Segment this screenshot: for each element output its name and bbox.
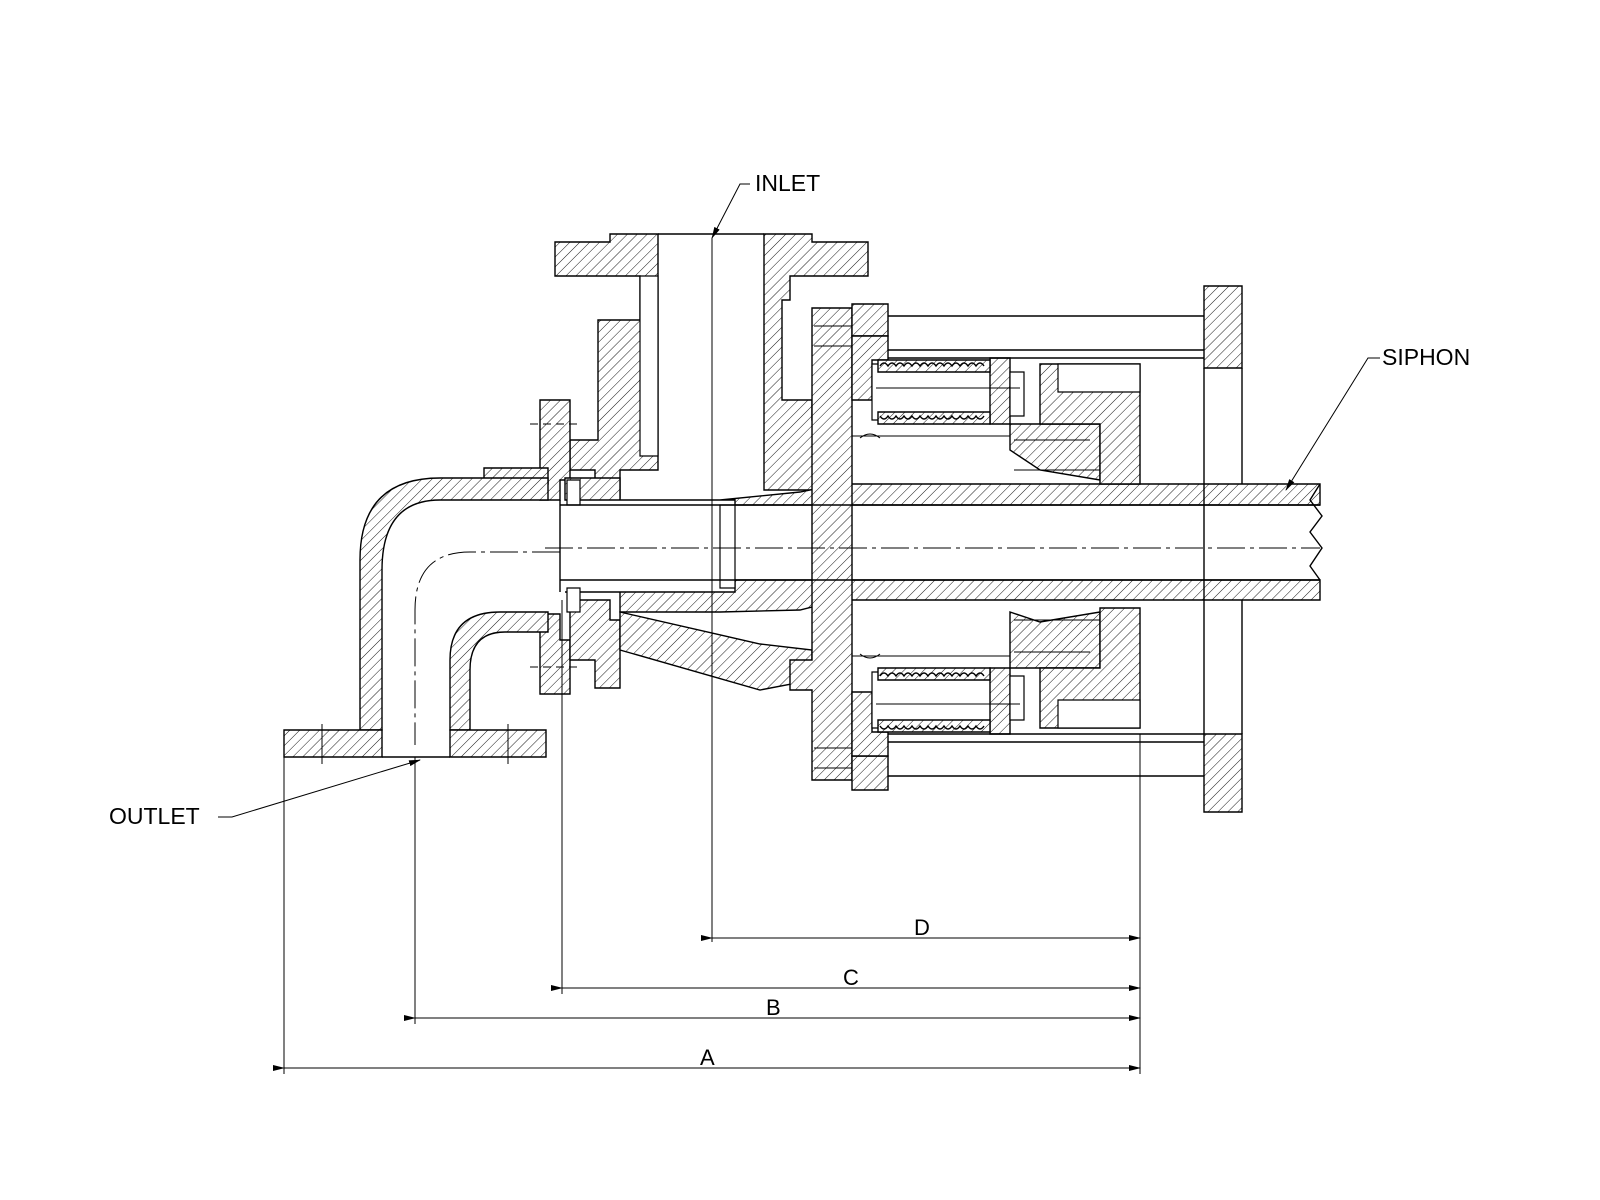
dimension-c-label: C [843,965,859,990]
lower-seal-assembly [814,607,1204,791]
outlet-label: OUTLET [109,803,200,829]
connection-flange [483,399,621,695]
end-flange [1203,285,1243,813]
siphon-tube [545,483,1323,592]
inlet-housing [554,233,869,499]
rotor-housing [564,307,1321,781]
dimension-lines [273,935,1141,1071]
dimension-a-label: A [700,1045,715,1070]
dimension-b-label: B [766,995,781,1020]
siphon-label: SIPHON [1382,344,1471,370]
outlet-elbow [283,477,560,764]
dimension-d-label: D [914,915,930,940]
inlet-label: INLET [755,170,821,196]
callout-leaders [218,183,1380,818]
upper-seal-assembly [814,303,1204,485]
